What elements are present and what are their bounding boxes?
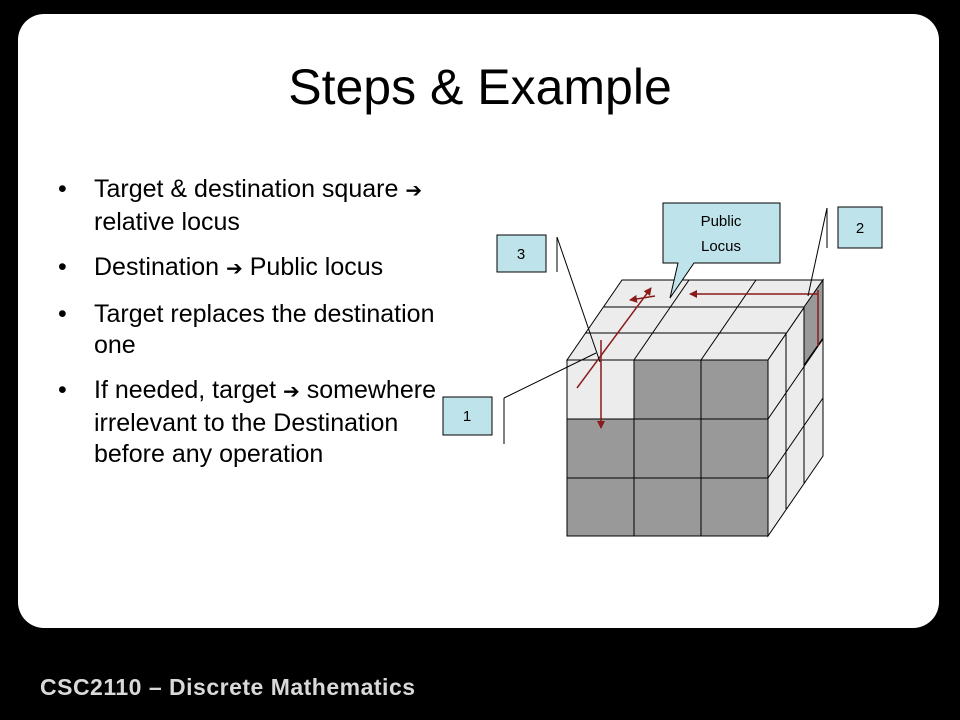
bullet-text: If needed, target	[94, 376, 284, 404]
bullet-item: • Target replaces the destination one	[58, 299, 438, 361]
public-locus-callout: Public Locus	[662, 202, 781, 299]
callout-1-label: 1	[463, 408, 471, 425]
course-footer: CSC2110 – Discrete Mathematics	[40, 674, 416, 700]
bullet-text: Public locus	[242, 253, 384, 281]
bullet-text: Destination	[94, 253, 227, 281]
callout-3-label: 3	[517, 246, 525, 263]
bullet-item: • If needed, target ➔ somewhere irrelevan…	[58, 375, 438, 470]
bullet-item: • Target & destination square ➔ relative …	[58, 174, 438, 238]
bullet-item: • Destination ➔ Public locus	[58, 252, 438, 285]
public-locus-line2: Locus	[701, 238, 741, 255]
public-locus-line1: Public	[701, 213, 742, 230]
arrow-top-short	[629, 294, 656, 303]
bullet-text: somewhere irrelevant to the Destination …	[94, 376, 436, 468]
right-arrow-icon: ➔	[226, 258, 243, 280]
move-arrows	[576, 287, 819, 429]
right-arrow-icon: ➔	[405, 180, 423, 202]
right-arrow-icon: ➔	[283, 381, 300, 403]
bullet-text: relative locus	[94, 208, 240, 236]
bullet-dot: •	[58, 300, 67, 328]
page-title: Steps & Example	[288, 59, 672, 115]
bullet-text: Target & destination square	[94, 175, 406, 203]
callout-1: 1	[442, 352, 597, 444]
cube-front-face	[566, 359, 769, 537]
arrow-up-diagonal	[576, 287, 652, 389]
bullet-text: Target replaces the destination one	[94, 300, 435, 359]
callout-2-label: 2	[856, 220, 864, 237]
bullet-dot: •	[58, 376, 67, 404]
callout-3: 3	[496, 234, 601, 363]
callout-2: 2	[807, 206, 883, 297]
bullet-dot: •	[58, 253, 67, 281]
bullet-list: • Target & destination square ➔ relative …	[58, 174, 438, 484]
bullet-dot: •	[58, 175, 67, 203]
